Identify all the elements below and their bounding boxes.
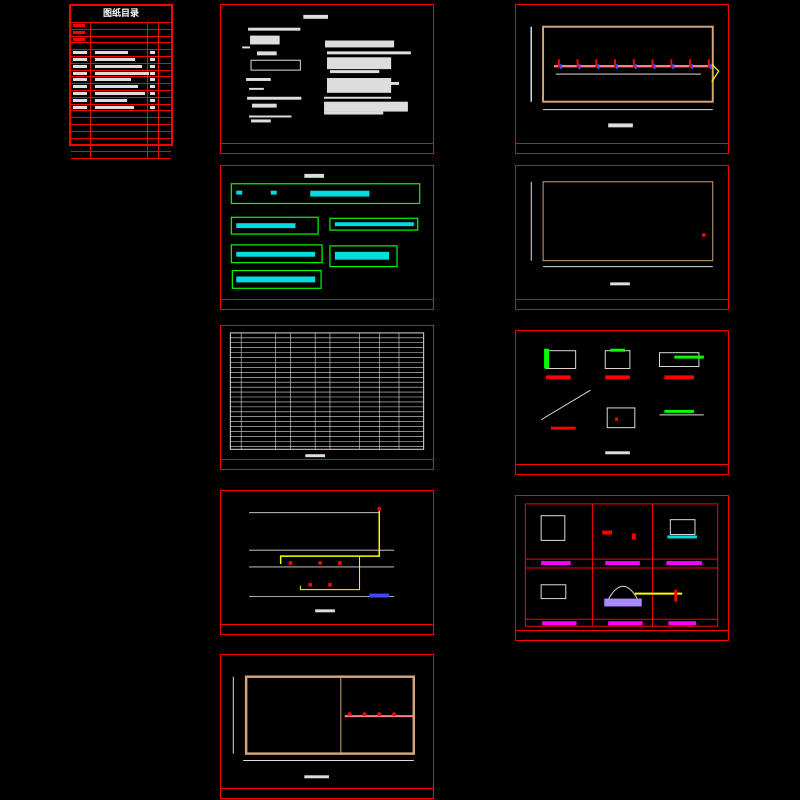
catalog-row (71, 63, 171, 71)
sheet-design-notes[interactable] (220, 4, 434, 154)
floor-plan-2-drawing (530, 25, 720, 128)
floor-plan-3-drawing (530, 181, 714, 286)
floor-plan-1-drawing (232, 675, 416, 779)
catalog-row (71, 90, 171, 98)
sheet-installation-details[interactable] (515, 495, 729, 641)
sheet-system-diagram[interactable] (220, 490, 434, 635)
sheet-detail-sections[interactable] (515, 330, 729, 475)
installation-details-drawing (524, 503, 719, 627)
catalog-row (71, 118, 171, 125)
catalog-row (71, 124, 171, 132)
catalog-row (71, 84, 171, 91)
sheet-material-list[interactable] (220, 325, 434, 470)
catalog-row (71, 29, 171, 37)
catalog-row (71, 145, 171, 153)
catalog-row (71, 56, 171, 64)
catalog-row (71, 131, 171, 139)
drawing-catalog: 图纸目录 (69, 4, 173, 159)
catalog-table (71, 23, 171, 159)
catalog-row (71, 138, 171, 146)
catalog-row (71, 43, 171, 51)
catalog-row (71, 36, 171, 44)
catalog-row (71, 104, 171, 112)
catalog-row (71, 111, 171, 119)
catalog-row (71, 97, 171, 105)
catalog-row (71, 23, 171, 30)
material-list-drawing (229, 332, 425, 458)
notes-drawing (242, 14, 411, 123)
sheet-equipment-tables[interactable] (220, 165, 434, 310)
detail-sections-drawing (540, 348, 704, 455)
catalog-row (71, 77, 171, 85)
equipment-tables-drawing (230, 173, 421, 289)
sheet-floor-plan-1[interactable] (220, 654, 434, 799)
sheet-floor-plan-2[interactable] (515, 4, 729, 154)
catalog-row (71, 152, 171, 159)
catalog-title: 图纸目录 (71, 6, 171, 23)
sheet-floor-plan-3[interactable] (515, 165, 729, 310)
catalog-row (71, 50, 171, 57)
system-diagram-drawing (249, 506, 395, 613)
catalog-row (71, 70, 171, 78)
